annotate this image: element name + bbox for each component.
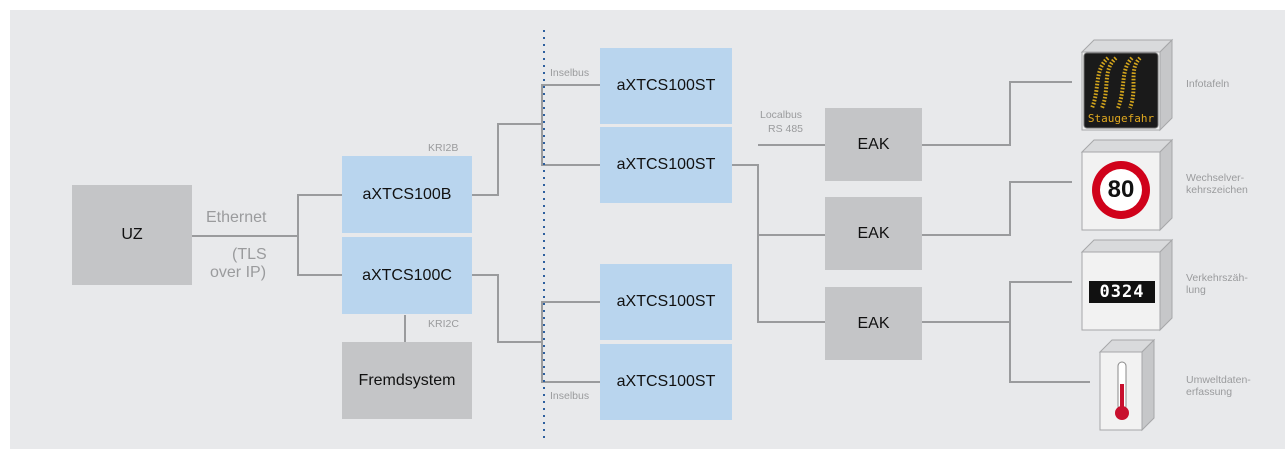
axtcs100c-node: aXTCS100C bbox=[342, 237, 472, 314]
wechsel-label-line2: kehrszeichen bbox=[1186, 184, 1248, 196]
axtcs100st-node-1: aXTCS100ST bbox=[600, 48, 732, 124]
umwelt-label-line2: erfassung bbox=[1186, 386, 1233, 398]
localbus-label-line2: RS 485 bbox=[768, 123, 804, 135]
eak2-device-line bbox=[922, 181, 1072, 236]
kri2c-label: KRI2C bbox=[428, 318, 459, 330]
inselbus-top-line bbox=[541, 84, 600, 166]
inselbus-top-label: Inselbus bbox=[550, 67, 590, 79]
counter-display: 0324 bbox=[1089, 281, 1155, 303]
eak-node-3: EAK bbox=[825, 287, 922, 360]
tls-label-line2: over IP) bbox=[210, 264, 267, 281]
kri2b-label: KRI2B bbox=[428, 142, 459, 154]
umwelt-label-line1: Umweltdaten- bbox=[1186, 374, 1251, 386]
eak1-device-line bbox=[922, 81, 1072, 146]
infotafel-device bbox=[1080, 38, 1174, 132]
wechsel-device bbox=[1080, 138, 1174, 232]
tls-label-line1: (TLS bbox=[232, 246, 267, 263]
b-link-line bbox=[472, 123, 542, 196]
eak-node-2: EAK bbox=[825, 197, 922, 270]
wechsel-label-line1: Wechselver- bbox=[1186, 172, 1245, 184]
speed-sign-value: 80 bbox=[1107, 176, 1135, 203]
c-link-line bbox=[472, 274, 542, 343]
inselbus-bottom-line bbox=[541, 301, 600, 383]
axtcs100st-node-2: aXTCS100ST bbox=[600, 127, 732, 203]
inselbus-bottom-label: Inselbus bbox=[550, 390, 590, 402]
localbus-label-line1: Localbus bbox=[760, 109, 803, 121]
eak3-device-line bbox=[922, 281, 1072, 323]
infotafel-label: Infotafeln bbox=[1186, 78, 1230, 90]
umwelt-device bbox=[1098, 338, 1156, 432]
infotafel-screen-text: Staugefahr bbox=[1087, 112, 1155, 125]
axtcs100st-node-4: aXTCS100ST bbox=[600, 344, 732, 420]
eak3-umwelt-line bbox=[1009, 322, 1090, 383]
zaehlung-label-line1: Verkehrszäh- bbox=[1186, 272, 1248, 284]
ethernet-label: Ethernet bbox=[206, 209, 267, 226]
fremdsystem-node: Fremdsystem bbox=[342, 342, 472, 419]
axtcs100st-node-3: aXTCS100ST bbox=[600, 264, 732, 340]
eak-node-1: EAK bbox=[825, 108, 922, 181]
uz-branch-line bbox=[297, 194, 342, 276]
localbus-line bbox=[732, 164, 825, 323]
uz-node: UZ bbox=[72, 185, 192, 285]
zaehlung-label-line2: lung bbox=[1186, 284, 1206, 296]
axtcs100b-node: aXTCS100B bbox=[342, 156, 472, 233]
